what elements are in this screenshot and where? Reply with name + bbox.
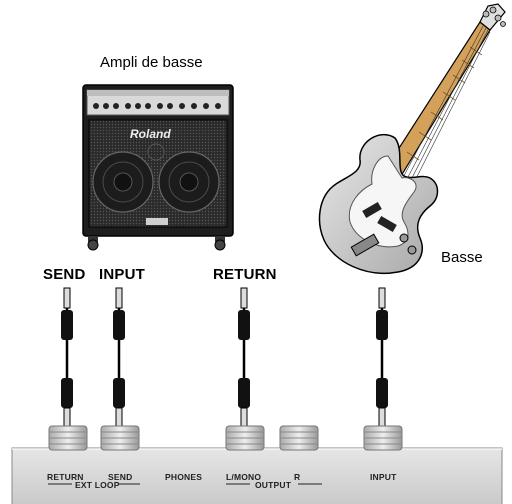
cable-return	[238, 287, 250, 429]
bass-label: Basse	[441, 249, 483, 266]
cable-bass-input	[376, 287, 388, 429]
amp-brand-logo: Roland	[130, 127, 171, 141]
bass-amp	[82, 84, 234, 251]
jack-r	[279, 425, 319, 451]
cable-label-return: RETURN	[213, 266, 277, 283]
jack-l-mono	[225, 425, 265, 451]
jack-return	[48, 425, 88, 451]
cable-input	[113, 287, 125, 429]
jack-input	[363, 425, 403, 451]
panel-label-return: RETURN	[47, 472, 84, 482]
cable-send	[61, 287, 73, 429]
effects-panel	[11, 447, 503, 504]
panel-label-phones: PHONES	[165, 472, 203, 482]
panel-label-ext-loop: EXT LOOP	[75, 480, 120, 490]
panel-label-input: INPUT	[370, 472, 397, 482]
panel-label-l-mono: L/MONO	[226, 472, 262, 482]
jack-send	[100, 425, 140, 451]
panel-label-r: R	[294, 472, 301, 482]
panel-label-send: SEND	[108, 472, 133, 482]
cable-label-send: SEND	[43, 266, 86, 283]
panel-label-output: OUTPUT	[255, 480, 292, 490]
amp-label: Ampli de basse	[100, 54, 203, 71]
cable-label-input: INPUT	[99, 266, 145, 283]
bass-guitar	[318, 3, 506, 274]
